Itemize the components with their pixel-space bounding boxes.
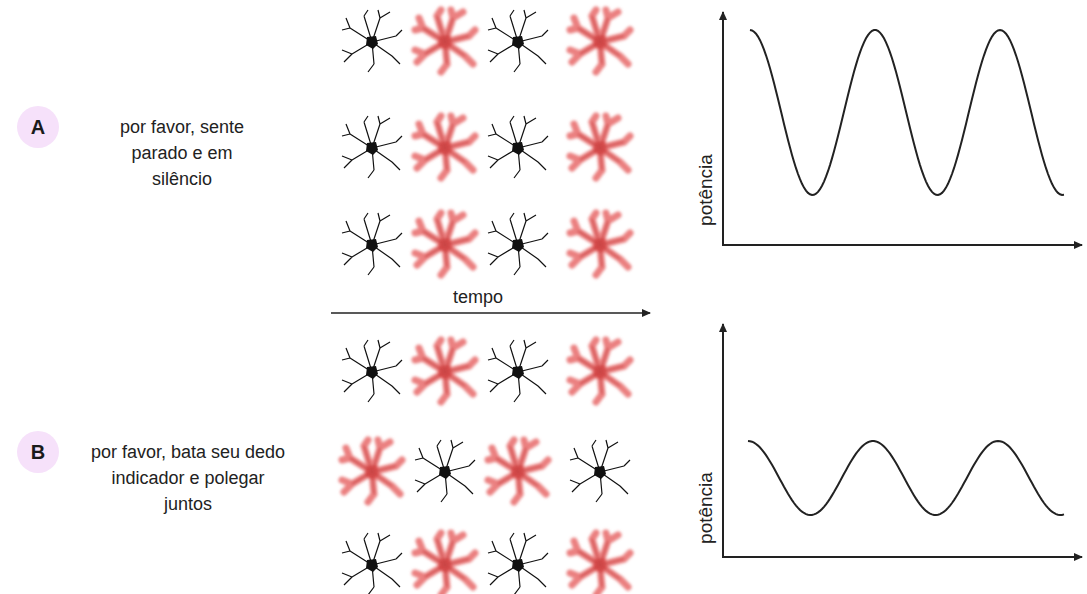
instruction-text: por favor, sente parado e em silêncio [100,114,265,192]
axis-label: potência [693,154,719,226]
axis-label: tempo [453,284,503,310]
panel-letter: B [31,441,45,464]
letter-circle: B [17,431,59,473]
axis-label: potência [693,472,719,544]
instruction-text: por favor, bata seu dedo indicador e pol… [91,439,286,517]
panel-letter: A [31,116,45,139]
letter-circle: A [17,106,59,148]
